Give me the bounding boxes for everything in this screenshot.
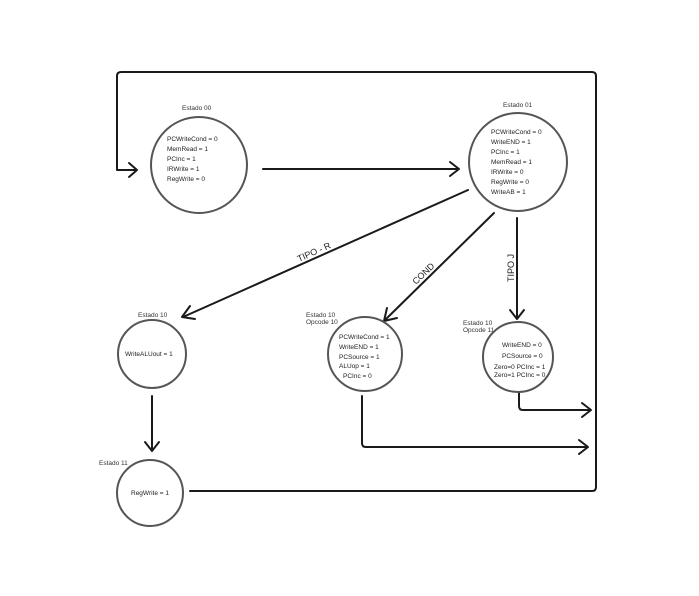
state-estado-11: Estado 11 RegWrite = 1 [99, 459, 184, 527]
signal: ALUop = 1 [339, 363, 370, 370]
signal: WriteEND = 1 [339, 344, 379, 351]
edge-opcode11-out [518, 392, 591, 411]
signal: WriteEND = 0 [502, 342, 542, 349]
state-circle [482, 321, 554, 393]
state-name: Estado 10 [306, 312, 336, 319]
signal: MemRead = 1 [491, 159, 532, 166]
signal: IRWrite = 1 [167, 166, 200, 173]
state-circle [150, 116, 248, 214]
state-estado-01: Estado 01 PCWriteCond = 0 WriteEND = 1 P… [468, 102, 568, 212]
arrowhead-10-11 [144, 441, 160, 452]
arrowhead-tipo-r [181, 305, 196, 320]
edge-labels: TIPO - R COND TIPO J [296, 240, 516, 286]
state-name: Estado 01 [503, 102, 533, 109]
signal: WriteEND = 1 [491, 139, 531, 146]
signal: PCWriteCond = 0 [491, 129, 542, 136]
state-circle [327, 316, 403, 392]
state-name: Estado 10 [463, 320, 493, 327]
state-estado-10-opcode-10: Estado 10 Opcode 10 PCWriteCond = 1 Writ… [306, 312, 403, 392]
signal: PCInc = 1 [167, 156, 196, 163]
arrowhead-loop [128, 162, 138, 178]
edges [116, 71, 597, 492]
state-estado-00: Estado 00 PCWriteCond = 0 MemRead = 1 PC… [150, 105, 248, 214]
signal: RegWrite = 0 [491, 179, 529, 186]
signal: RegWrite = 0 [167, 176, 205, 183]
state-circle [116, 459, 184, 527]
edge-label-tipo-j: TIPO J [506, 254, 516, 282]
signal: PCInc = 0 [343, 373, 372, 380]
arrowhead-opcode11-out [581, 402, 592, 418]
state-name: Estado 00 [182, 105, 212, 112]
signal: WriteAB = 1 [491, 189, 526, 196]
signal: IRWrite = 0 [491, 169, 524, 176]
state-name: Estado 10 [138, 312, 168, 319]
state-name: Estado 11 [99, 460, 128, 467]
arrowhead-cond [383, 307, 398, 322]
signal: PCWriteCond = 0 [167, 136, 218, 143]
signal: Zero=1 PCInc = 0 [494, 372, 546, 379]
signal: Zero=0 PCInc = 1 [494, 364, 546, 371]
arrowhead-opcode10-out [578, 439, 589, 455]
state-circle [117, 319, 187, 389]
signal: PCWriteCond = 1 [339, 334, 390, 341]
edge-cond [384, 212, 495, 321]
state-subname: Opcode 11 [463, 327, 495, 334]
signal: PCInc = 1 [491, 149, 520, 156]
signal: WriteALUout = 1 [125, 351, 173, 358]
edge-opcode10-out [361, 395, 588, 448]
signal: RegWrite = 1 [131, 490, 169, 497]
state-estado-10-tipo-r: Estado 10 WriteALUout = 1 [117, 312, 187, 389]
signal: PCSource = 0 [502, 353, 543, 360]
arrowhead-00-01 [449, 161, 460, 177]
arrowhead-tipo-j [509, 309, 525, 320]
state-subname: Opcode 10 [306, 319, 338, 326]
edge-tipo-r [182, 189, 469, 318]
signal: PCSource = 1 [339, 354, 380, 361]
state-circle [468, 112, 568, 212]
signal: MemRead = 1 [167, 146, 208, 153]
state-estado-10-opcode-11: Estado 10 Opcode 11 WriteEND = 0 PCSourc… [463, 320, 554, 393]
edge-loop-to-estado-00 [116, 71, 597, 492]
